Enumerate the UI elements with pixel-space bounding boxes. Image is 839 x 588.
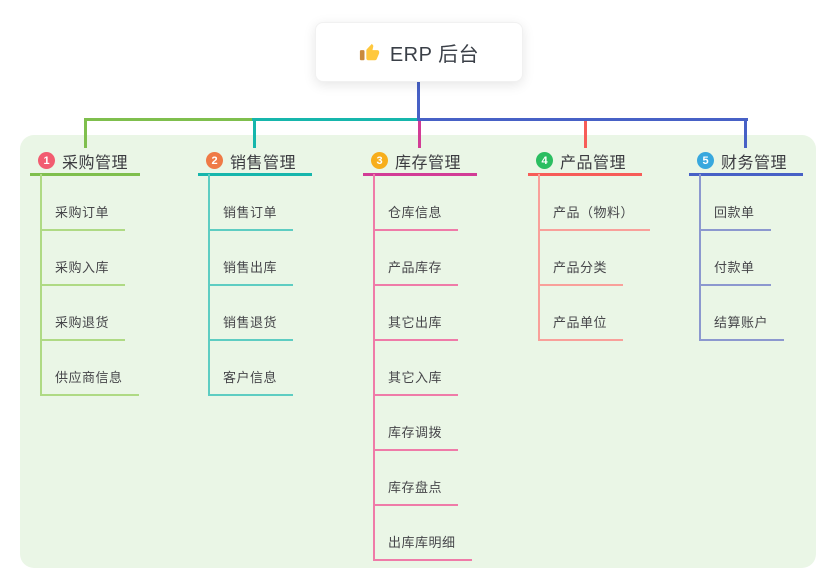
branch-inventory-children: 仓库信息 产品库存 其它出库 其它入库 库存调拨 库存盘点 出库库明细 bbox=[373, 174, 477, 561]
connector-sales-drop bbox=[253, 118, 256, 148]
node-row: 其它出库 bbox=[373, 286, 477, 341]
branch-product-children: 产品（物料） 产品分类 产品单位 bbox=[538, 174, 651, 341]
node-row: 采购退货 bbox=[40, 286, 140, 341]
connector-finance-horizontal bbox=[418, 118, 748, 121]
node-row: 产品（物料） bbox=[538, 176, 651, 231]
node-customer-info[interactable]: 客户信息 bbox=[208, 367, 294, 396]
branch-sales: 2 销售管理 销售订单 销售出库 销售退货 客户信息 bbox=[198, 148, 312, 396]
node-row: 采购订单 bbox=[40, 176, 140, 231]
node-row: 销售出库 bbox=[208, 231, 312, 286]
branch-label: 库存管理 bbox=[395, 154, 462, 172]
thumbs-up-icon bbox=[359, 41, 381, 63]
node-other-inbound[interactable]: 其它入库 bbox=[373, 367, 459, 396]
node-row: 其它入库 bbox=[373, 341, 477, 396]
root-node[interactable]: ERP 后台 bbox=[315, 22, 523, 82]
branches-background-panel bbox=[20, 135, 816, 568]
node-payment-bill[interactable]: 付款单 bbox=[699, 257, 771, 286]
connector-inventory bbox=[418, 121, 421, 148]
node-row: 采购入库 bbox=[40, 231, 140, 286]
node-row: 回款单 bbox=[699, 176, 803, 231]
branch-number-badge: 4 bbox=[536, 152, 553, 169]
branch-product-title[interactable]: 4 产品管理 bbox=[528, 148, 642, 176]
connector-purchase-horizontal bbox=[86, 118, 255, 121]
branch-finance: 5 财务管理 回款单 付款单 结算账户 bbox=[689, 148, 803, 341]
node-receipt-bill[interactable]: 回款单 bbox=[699, 202, 771, 231]
branch-inventory-title[interactable]: 3 库存管理 bbox=[363, 148, 477, 176]
branch-sales-children: 销售订单 销售出库 销售退货 客户信息 bbox=[208, 174, 312, 396]
node-settlement-account[interactable]: 结算账户 bbox=[699, 312, 785, 341]
node-product-unit[interactable]: 产品单位 bbox=[538, 312, 624, 341]
branch-inventory: 3 库存管理 仓库信息 产品库存 其它出库 其它入库 库存调拨 库存盘点 出库库… bbox=[363, 148, 477, 561]
node-row: 产品分类 bbox=[538, 231, 642, 286]
branch-number-badge: 1 bbox=[38, 152, 55, 169]
node-row: 出库库明细 bbox=[373, 506, 477, 561]
branch-label: 销售管理 bbox=[230, 154, 297, 172]
branch-number-badge: 5 bbox=[697, 152, 714, 169]
node-supplier-info[interactable]: 供应商信息 bbox=[40, 367, 139, 396]
branch-label: 财务管理 bbox=[721, 154, 788, 172]
node-row: 销售退货 bbox=[208, 286, 312, 341]
node-row: 客户信息 bbox=[208, 341, 312, 396]
connector-purchase-drop bbox=[84, 118, 87, 148]
node-purchase-inbound[interactable]: 采购入库 bbox=[40, 257, 126, 286]
connector-finance-drop bbox=[744, 118, 747, 148]
connector-product-drop bbox=[584, 121, 587, 148]
node-product-material[interactable]: 产品（物料） bbox=[538, 202, 651, 231]
branch-label: 产品管理 bbox=[560, 154, 627, 172]
node-product-stock[interactable]: 产品库存 bbox=[373, 257, 459, 286]
node-sales-outbound[interactable]: 销售出库 bbox=[208, 257, 294, 286]
branch-sales-title[interactable]: 2 销售管理 bbox=[198, 148, 312, 176]
branch-number-badge: 2 bbox=[206, 152, 223, 169]
branch-purchase-children: 采购订单 采购入库 采购退货 供应商信息 bbox=[40, 174, 140, 396]
node-purchase-return[interactable]: 采购退货 bbox=[40, 312, 126, 341]
root-node-label: ERP 后台 bbox=[389, 43, 480, 66]
branch-number-badge: 3 bbox=[371, 152, 388, 169]
node-row: 库存调拨 bbox=[373, 396, 477, 451]
node-row: 仓库信息 bbox=[373, 176, 477, 231]
node-stock-transfer[interactable]: 库存调拨 bbox=[373, 422, 459, 451]
node-row: 销售订单 bbox=[208, 176, 312, 231]
node-outbound-detail[interactable]: 出库库明细 bbox=[373, 532, 472, 561]
node-sales-order[interactable]: 销售订单 bbox=[208, 202, 294, 231]
node-warehouse-info[interactable]: 仓库信息 bbox=[373, 202, 459, 231]
node-product-category[interactable]: 产品分类 bbox=[538, 257, 624, 286]
node-purchase-order[interactable]: 采购订单 bbox=[40, 202, 126, 231]
connector-sales-horizontal bbox=[252, 118, 419, 121]
branch-finance-title[interactable]: 5 财务管理 bbox=[689, 148, 803, 176]
node-row: 产品单位 bbox=[538, 286, 642, 341]
branch-finance-children: 回款单 付款单 结算账户 bbox=[699, 174, 803, 341]
node-row: 供应商信息 bbox=[40, 341, 140, 396]
node-row: 库存盘点 bbox=[373, 451, 477, 506]
node-row: 付款单 bbox=[699, 231, 803, 286]
node-stock-check[interactable]: 库存盘点 bbox=[373, 477, 459, 506]
node-row: 产品库存 bbox=[373, 231, 477, 286]
connector-root-trunk bbox=[417, 82, 420, 121]
branch-product: 4 产品管理 产品（物料） 产品分类 产品单位 bbox=[528, 148, 651, 341]
node-other-outbound[interactable]: 其它出库 bbox=[373, 312, 459, 341]
branch-label: 采购管理 bbox=[62, 154, 129, 172]
node-sales-return[interactable]: 销售退货 bbox=[208, 312, 294, 341]
branch-purchase-title[interactable]: 1 采购管理 bbox=[30, 148, 140, 176]
branch-purchase: 1 采购管理 采购订单 采购入库 采购退货 供应商信息 bbox=[30, 148, 140, 396]
node-row: 结算账户 bbox=[699, 286, 803, 341]
